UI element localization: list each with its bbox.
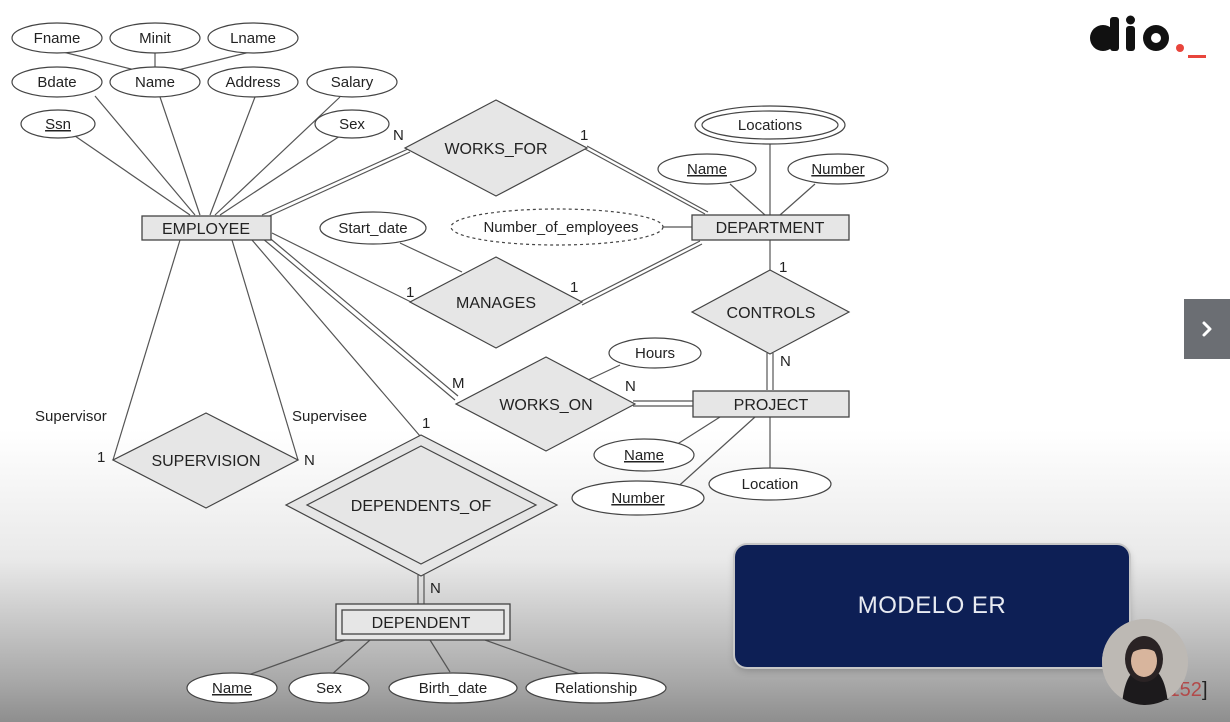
card-controls-proj: N <box>780 353 791 370</box>
label-sex: Sex <box>339 116 365 133</box>
label-ssn: Ssn <box>45 116 71 133</box>
attr-dep-sex <box>288 672 370 704</box>
entity-department <box>691 214 850 241</box>
attr-birth-date <box>388 672 518 704</box>
attr-minit <box>109 22 201 54</box>
relationship-diamonds <box>111 99 851 577</box>
rel-works-for <box>403 99 589 197</box>
attr-proj-number <box>571 480 705 516</box>
attr-dept-name <box>657 153 757 185</box>
label-dept-name: Name <box>687 161 727 178</box>
label-hours: Hours <box>635 345 675 362</box>
role-supervisee: Supervisee <box>292 408 367 425</box>
attr-proj-name <box>593 438 695 472</box>
card-dependents-dep: N <box>430 580 441 597</box>
attr-ssn <box>20 109 96 139</box>
label-name: Name <box>135 74 175 91</box>
label-project: PROJECT <box>734 397 809 414</box>
attr-lname <box>207 22 299 54</box>
attr-fname <box>11 22 103 54</box>
card-supervision-right: N <box>304 452 315 469</box>
attribute-ellipses <box>11 22 889 704</box>
card-works-on-proj: N <box>625 378 636 395</box>
label-birth-date: Birth_date <box>419 680 487 697</box>
card-manages-emp: 1 <box>406 284 414 301</box>
label-number-of-employees: Number_of_employees <box>483 219 638 236</box>
attr-dep-name <box>186 672 278 704</box>
label-lname: Lname <box>230 30 276 47</box>
label-employee: EMPLOYEE <box>162 221 250 238</box>
card-controls-dept: 1 <box>779 259 787 276</box>
card-works-on-emp: M <box>452 375 465 392</box>
entity-project <box>692 390 850 418</box>
label-dependent: DEPENDENT <box>372 615 471 632</box>
card-title: MODELO ER <box>857 592 1007 619</box>
label-proj-location: Location <box>742 476 799 493</box>
presenter-avatar <box>1102 619 1188 705</box>
rel-dependents-of-inner <box>305 445 538 565</box>
rel-dependents-of-outer <box>284 434 559 577</box>
attr-sex <box>314 109 390 139</box>
attr-number-of-employees <box>450 208 664 246</box>
entity-boxes <box>141 214 850 641</box>
label-dep-name: Name <box>212 680 252 697</box>
label-salary: Salary <box>331 74 374 91</box>
card-works-for-dept: 1 <box>580 127 588 144</box>
card-dependents-emp: 1 <box>422 415 430 432</box>
next-slide-button[interactable] <box>1184 299 1230 359</box>
attr-proj-location <box>708 467 832 501</box>
attr-start-date <box>319 211 427 245</box>
attr-locations-inner <box>701 110 839 140</box>
role-supervisor: Supervisor <box>35 408 107 425</box>
attr-salary <box>306 66 398 98</box>
rel-works-on <box>454 356 637 452</box>
rel-supervision <box>111 412 300 509</box>
attr-name <box>109 66 201 98</box>
label-controls: CONTROLS <box>727 305 816 322</box>
dio-logo <box>1090 15 1206 58</box>
label-proj-number: Number <box>611 490 664 507</box>
attr-address <box>207 66 299 98</box>
label-address: Address <box>225 74 280 91</box>
label-dependents-of: DEPENDENTS_OF <box>351 498 492 515</box>
label-department: DEPARTMENT <box>716 220 825 237</box>
entity-dependent-inner <box>341 609 505 635</box>
label-start-date: Start_date <box>338 220 407 237</box>
card-works-for-emp: N <box>393 127 404 144</box>
label-bdate: Bdate <box>37 74 76 91</box>
label-relationship: Relationship <box>555 680 638 697</box>
chevron-right-icon <box>1202 321 1212 337</box>
label-supervision: SUPERVISION <box>151 453 260 470</box>
rel-manages <box>408 256 584 349</box>
rel-controls <box>690 269 851 355</box>
label-fname: Fname <box>34 30 81 47</box>
label-minit: Minit <box>139 30 172 47</box>
connector-lines <box>54 49 816 679</box>
attr-hours <box>608 337 702 369</box>
attr-dept-number <box>787 153 889 185</box>
label-proj-name: Name <box>624 447 664 464</box>
card-manages-dept: 1 <box>570 279 578 296</box>
label-dept-number: Number <box>811 161 864 178</box>
entity-employee <box>141 215 272 241</box>
label-works-on: WORKS_ON <box>499 397 592 414</box>
label-dep-sex: Sex <box>316 680 342 697</box>
attr-relationship <box>525 672 667 704</box>
attr-bdate <box>11 66 103 98</box>
label-manages: MANAGES <box>456 295 536 312</box>
label-locations: Locations <box>738 117 802 134</box>
modelo-er-card: MODELO ER <box>735 545 1129 667</box>
label-works-for: WORKS_FOR <box>444 141 547 158</box>
card-supervision-left: 1 <box>97 449 105 466</box>
